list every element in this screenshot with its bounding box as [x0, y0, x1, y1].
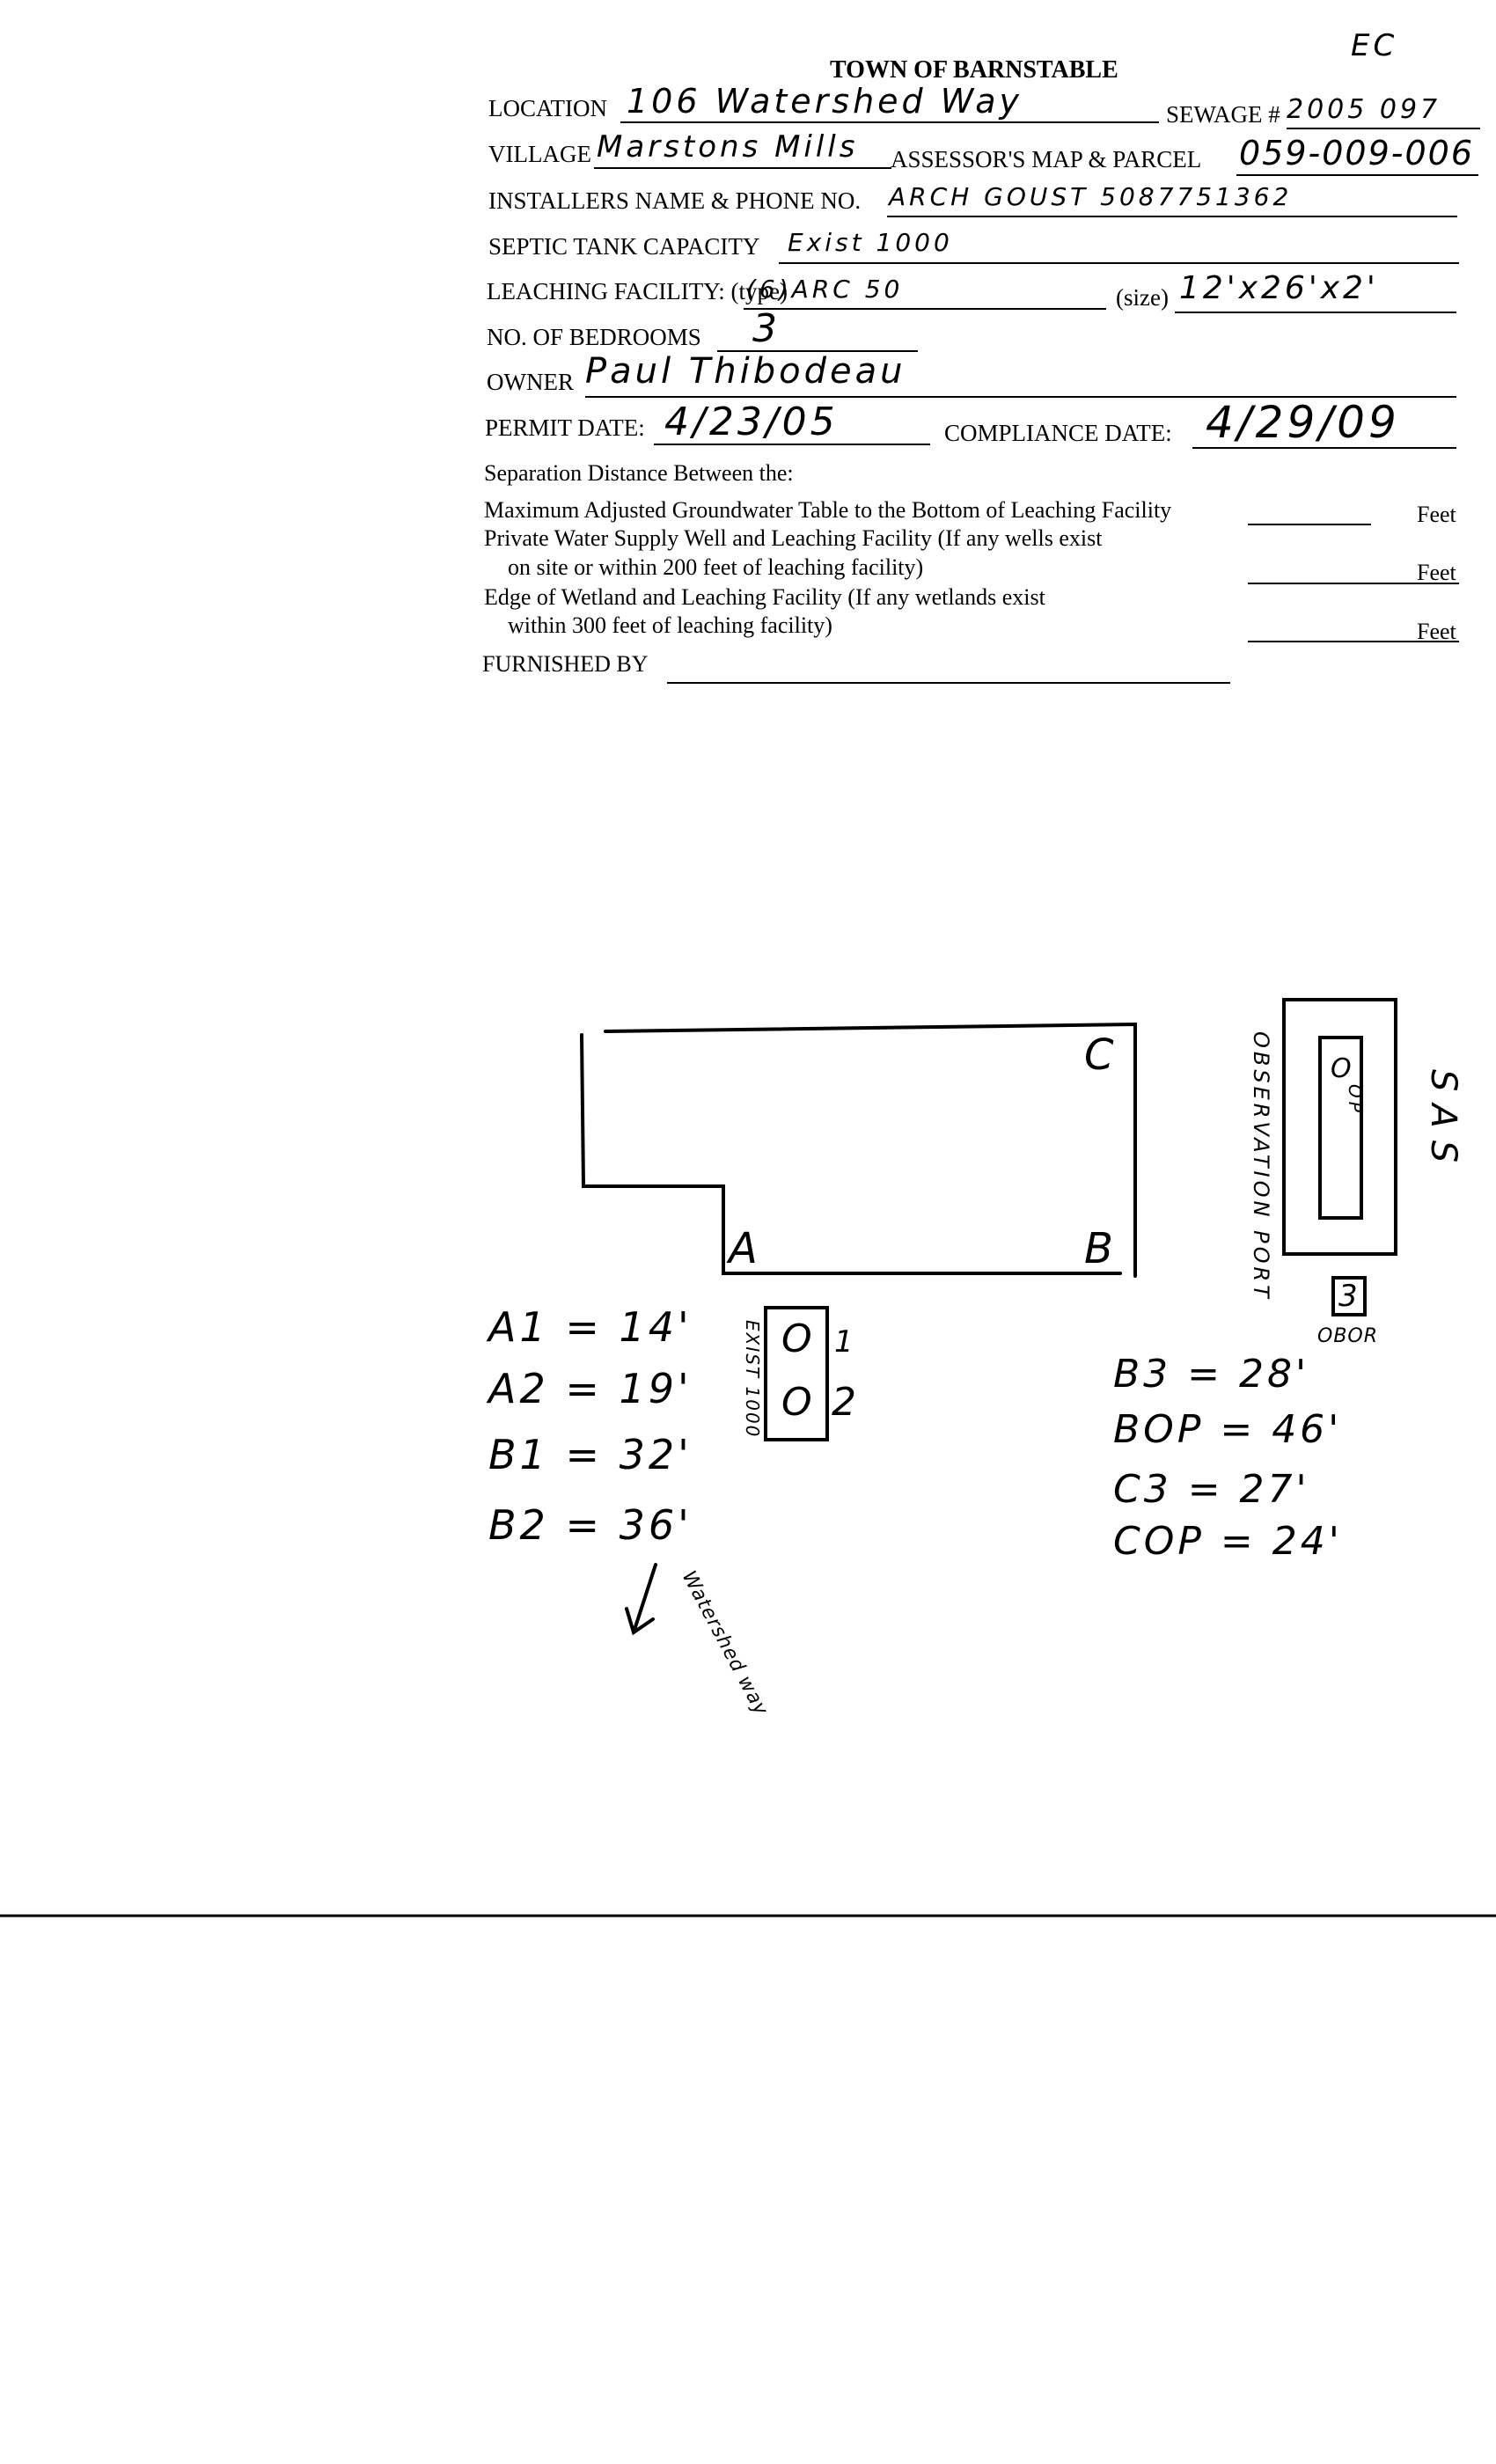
building-outline — [604, 1022, 1137, 1278]
sewage-line — [1287, 128, 1480, 129]
permit-date-value: 4/23/05 — [664, 400, 839, 444]
sas-label: SAS — [1423, 1069, 1463, 1176]
bedrooms-line — [717, 350, 918, 352]
permit-date-label: PERMIT DATE: — [485, 414, 645, 441]
street-arrow — [632, 1563, 657, 1634]
measurement-b1: B1 = 32' — [488, 1431, 693, 1478]
measurement-a1: A1 = 14' — [488, 1303, 693, 1351]
feet-label: Feet — [1417, 502, 1456, 527]
permit-date-line — [654, 444, 930, 445]
village-label: VILLAGE — [488, 141, 591, 167]
corner-c: C — [1084, 1030, 1118, 1080]
tank-number-1: 1 — [834, 1324, 857, 1360]
separation-groundwater: Maximum Adjusted Groundwater Table to th… — [484, 497, 1172, 523]
furnished-by-label: FURNISHED BY — [482, 651, 649, 677]
sas-inner — [1318, 1036, 1363, 1220]
septic-value: Exist 1000 — [788, 228, 953, 257]
location-value: 106 Watershed Way — [627, 82, 1023, 121]
assessor-value: 059-009-006 — [1239, 134, 1475, 172]
village-line — [594, 167, 891, 169]
separation-well-line2: on site or within 200 feet of leaching f… — [508, 554, 924, 580]
owner-label: OWNER — [487, 369, 574, 395]
location-label: LOCATION — [488, 95, 607, 121]
observation-port-label: OBSERVATION PORT — [1249, 1031, 1273, 1302]
sewage-value: 2005 097 — [1287, 94, 1441, 125]
installer-line — [887, 216, 1457, 217]
leaching-size-label: (size) — [1116, 284, 1169, 311]
leaching-type-line — [744, 308, 1106, 310]
septic-label: SEPTIC TANK CAPACITY — [488, 233, 760, 260]
location-line — [620, 121, 1159, 123]
leaching-size-line — [1175, 312, 1456, 313]
leaching-type-label: LEACHING FACILITY: (type) — [487, 278, 788, 304]
owner-value: Paul Thibodeau — [585, 351, 906, 392]
boring-box — [1331, 1276, 1367, 1316]
tank-compartment-1: O — [781, 1316, 816, 1361]
compliance-date-label: COMPLIANCE DATE: — [944, 420, 1172, 446]
measurement-cop: COP = 24' — [1113, 1519, 1343, 1564]
measurement-b3: B3 = 28' — [1113, 1352, 1310, 1397]
septic-tank — [764, 1306, 829, 1441]
groundwater-feet-line — [1248, 524, 1371, 525]
feet-label: Feet — [1417, 560, 1456, 585]
leaching-size-value: 12'x26'x2' — [1179, 270, 1379, 306]
page-title: TOWN OF BARNSTABLE — [830, 56, 1118, 84]
leaching-type-value: (6)ARC 50 — [746, 275, 904, 304]
compliance-date-value: 4/29/09 — [1206, 397, 1400, 448]
corner-a: A — [729, 1224, 761, 1273]
furnished-by-line — [667, 682, 1230, 684]
tank-compartment-2: O — [781, 1380, 816, 1425]
measurement-c3: C3 = 27' — [1113, 1467, 1310, 1512]
tank-label: EXIST 1000 — [742, 1320, 763, 1439]
compliance-date-line — [1192, 447, 1456, 449]
measurement-a2: A2 = 19' — [488, 1365, 693, 1412]
village-value: Marstons Mills — [597, 129, 859, 165]
measurement-b2: B2 = 36' — [488, 1501, 693, 1549]
building-outline — [580, 1033, 1122, 1275]
bedrooms-value: 3 — [752, 306, 781, 351]
bedrooms-label: NO. OF BEDROOMS — [487, 324, 701, 350]
wetland-feet-line — [1248, 641, 1459, 642]
feet-label: Feet — [1417, 619, 1456, 644]
assessor-line — [1236, 174, 1478, 176]
sewage-label: SEWAGE # — [1166, 101, 1280, 128]
measurement-bop: BOP = 46' — [1113, 1407, 1343, 1452]
installer-label: INSTALLERS NAME & PHONE NO. — [488, 187, 862, 214]
sas-outer — [1282, 998, 1397, 1256]
separation-wetland-line1: Edge of Wetland and Leaching Facility (I… — [484, 584, 1045, 610]
separation-well-line1: Private Water Supply Well and Leaching F… — [484, 525, 1103, 551]
corner-b: B — [1084, 1224, 1117, 1273]
tank-number-2: 2 — [832, 1380, 860, 1425]
installer-value: ARCH GOUST 5087751362 — [889, 182, 1293, 211]
septic-line — [779, 262, 1459, 264]
separation-heading: Separation Distance Between the: — [484, 460, 794, 486]
well-feet-line — [1248, 583, 1459, 584]
boring-label: OBOR — [1317, 1325, 1379, 1347]
arrow-head — [625, 1607, 655, 1636]
assessor-label: ASSESSOR'S MAP & PARCEL — [891, 146, 1202, 172]
observation-port-circle: O — [1331, 1053, 1355, 1084]
separation-wetland-line2: within 300 feet of leaching facility) — [508, 612, 832, 638]
boring-number: 3 — [1338, 1279, 1361, 1314]
initials: EC — [1351, 28, 1398, 63]
owner-line — [585, 396, 1456, 398]
op-label: OP — [1345, 1084, 1366, 1116]
